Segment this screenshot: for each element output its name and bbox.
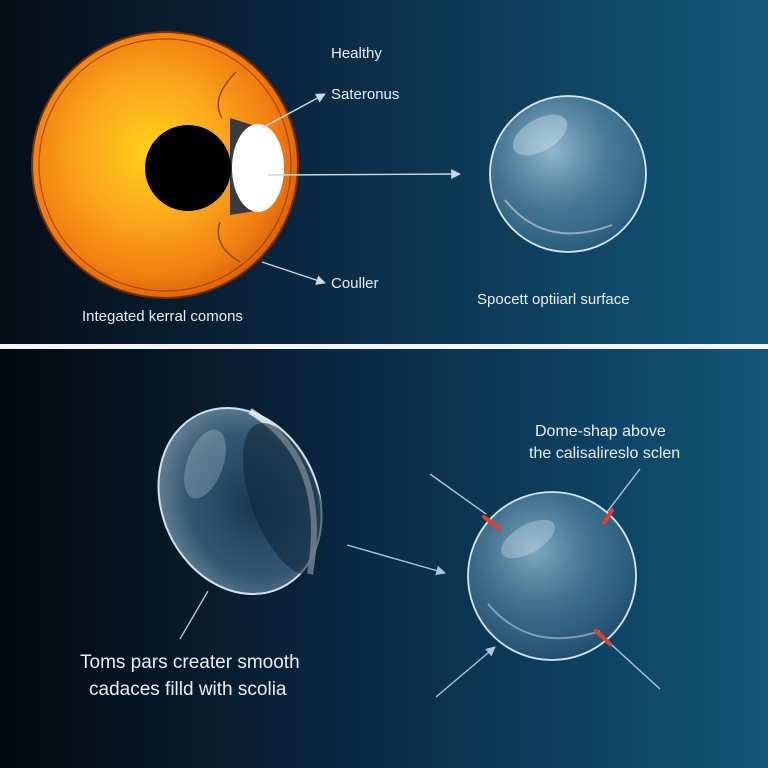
label-dome-line2: the calisalireslo sclen bbox=[529, 445, 681, 462]
bottom-sphere-reflection bbox=[487, 603, 601, 640]
label-toms-line2: cadaces filld with scolia bbox=[89, 679, 287, 700]
arrow-dome-to-sphere bbox=[346, 544, 446, 576]
top-panel-art bbox=[31, 31, 647, 299]
label-couller: Couller bbox=[331, 275, 379, 292]
dome-cavity bbox=[242, 422, 328, 576]
bottom-panel: Dome-shap above the calisalireslo sclen … bbox=[0, 349, 768, 768]
label-integrated: Integated kerral comons bbox=[82, 308, 243, 325]
eye-contour-lower bbox=[217, 221, 241, 263]
red-marker-upper-left bbox=[482, 515, 502, 531]
top-panel: Healthy Sateronus Couller Integated kerr… bbox=[0, 0, 768, 344]
iris-inner-ring bbox=[38, 38, 292, 292]
sphere-body bbox=[489, 95, 647, 253]
pupil bbox=[145, 125, 231, 211]
label-sateronus: Sateronus bbox=[331, 86, 400, 103]
sphere-reflection bbox=[504, 199, 613, 235]
panel-divider bbox=[0, 344, 768, 349]
red-marker-upper-right bbox=[602, 508, 614, 525]
eye-contour-upper bbox=[217, 71, 237, 119]
bottom-sphere-highlight bbox=[501, 519, 555, 559]
optical-sphere bbox=[489, 95, 647, 253]
arrow-to-couller bbox=[261, 261, 326, 285]
bottom-sphere bbox=[467, 491, 637, 661]
dome-lens bbox=[157, 406, 328, 596]
label-spocett: Spocett optiiarl surface bbox=[477, 291, 630, 308]
label-toms-line1: Toms pars creater smooth bbox=[80, 652, 300, 673]
pointer-lower-right bbox=[602, 636, 661, 690]
label-healthy: Healthy bbox=[331, 45, 382, 62]
eye-illustration bbox=[31, 31, 299, 299]
pointer-upper-left bbox=[429, 473, 487, 515]
arrow-to-sphere bbox=[267, 169, 461, 179]
bottom-sphere-body bbox=[467, 491, 637, 661]
arrow-dome-to-caption bbox=[179, 590, 209, 640]
bottom-panel-art bbox=[157, 406, 661, 698]
dome-highlight bbox=[184, 429, 226, 499]
arrow-to-sateronus bbox=[261, 93, 326, 129]
lens-highlight bbox=[232, 124, 284, 212]
pointer-lower-left bbox=[435, 646, 496, 698]
sphere-highlight bbox=[512, 114, 568, 156]
label-dome-line1: Dome-shap above bbox=[535, 423, 666, 440]
pointer-upper-right bbox=[606, 468, 641, 513]
red-marker-lower-right bbox=[594, 629, 612, 646]
